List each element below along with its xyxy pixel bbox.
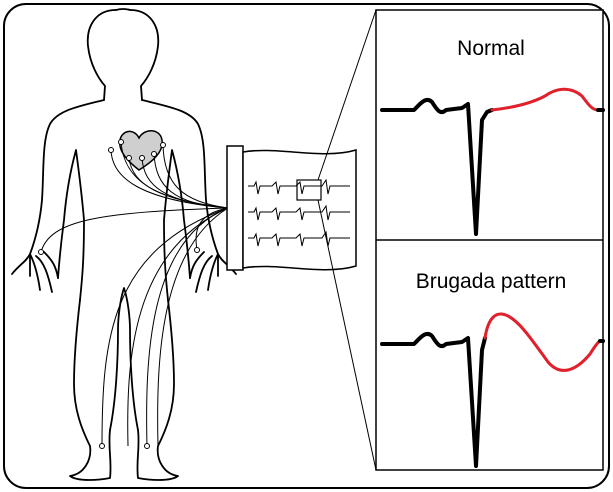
electrode-dot (100, 444, 105, 449)
electrode-dot (161, 143, 166, 148)
electrode-dot (140, 156, 145, 161)
normal-label: Normal (457, 37, 525, 60)
ecg-paper-strip (243, 150, 356, 270)
electrode-dot (195, 248, 200, 253)
ecg-machine (227, 146, 243, 270)
electrode-dot (145, 444, 150, 449)
electrode-dot (109, 148, 114, 153)
electrode-dot (152, 152, 157, 157)
electrode-dot (127, 156, 132, 161)
electrode-dot (39, 250, 44, 255)
electrode-dot (119, 140, 124, 145)
brugada-label: Brugada pattern (416, 270, 567, 293)
